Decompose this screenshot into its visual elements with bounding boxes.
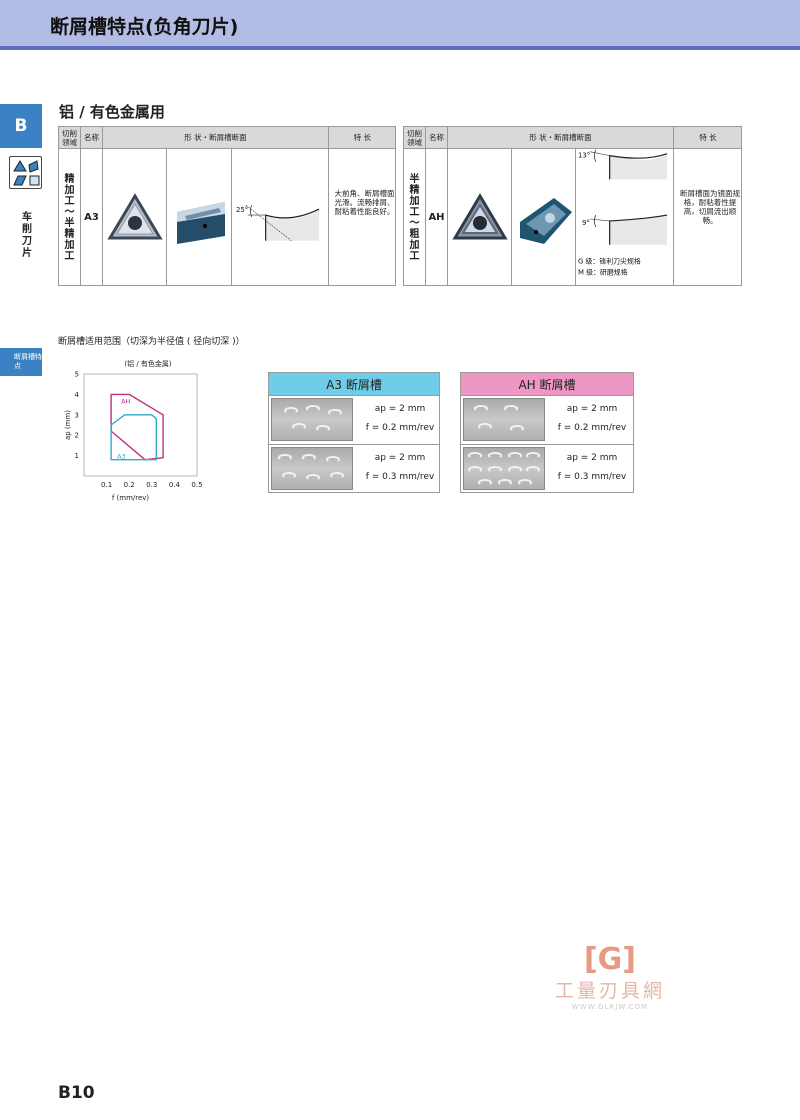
header-shape: 形 状・断屑槽断面 [103, 127, 329, 148]
chip-row: ap = 2 mm f = 0.3 mm/rev [461, 444, 633, 492]
insert-closeup-photo [167, 149, 232, 286]
chip-ap: ap = 2 mm [566, 453, 618, 463]
page-number: B10 [58, 1083, 95, 1103]
chip-ap: ap = 2 mm [374, 404, 426, 414]
header-field: 切削领域 [59, 127, 81, 148]
x-tick-label: 0.5 [191, 481, 202, 489]
chip-f: f = 0.3 mm/rev [365, 472, 435, 482]
features-text: 断屑槽面为镜面规格，耐粘着性提高，切屑流出顺畅。 [680, 189, 740, 225]
rake-angle-bottom: 9° [582, 219, 590, 227]
cutting-field: 精加工～半精加工 [64, 173, 75, 262]
y-tick-label: 1 [75, 452, 79, 460]
note-g-grade: G 级：锋利刀尖规格 [578, 257, 641, 266]
chip-photo [271, 447, 353, 490]
y-tick-label: 4 [75, 391, 80, 399]
ah-table: 切削领域 名称 形 状・断屑槽断面 特 长 半精加工～粗加工 AH [403, 126, 742, 286]
ah-chip-table: AH 断屑槽 ap = 2 mm f = 0.2 mm/rev ap = 2 mm… [460, 372, 634, 493]
chipbreaker-name: A3 [84, 212, 99, 223]
range-label: 断屑槽适用范围（切深为半径值 ( 径向切深 )） [58, 337, 245, 347]
header-field: 切削领域 [404, 127, 426, 148]
chip-row: ap = 2 mm f = 0.2 mm/rev [461, 396, 633, 444]
table-body: 精加工～半精加工 A3 25° [59, 149, 395, 286]
chip-f: f = 0.2 mm/rev [365, 423, 435, 433]
x-tick-label: 0.4 [169, 481, 181, 489]
a3-chip-table: A3 断屑槽 ap = 2 mm f = 0.2 mm/rev ap = 2 mm… [268, 372, 440, 493]
y-axis-label: ap (mm) [64, 410, 72, 440]
cutting-field: 半精加工～粗加工 [409, 173, 420, 262]
chip-row: ap = 2 mm f = 0.2 mm/rev [269, 396, 439, 444]
side-tab-chipbreaker[interactable]: 断屑槽特点 [0, 348, 42, 376]
series-ah-label: AH [121, 397, 130, 405]
header-features: 特 长 [353, 133, 372, 142]
chip-photo [463, 398, 545, 441]
section-tab-b[interactable]: B [0, 104, 42, 148]
insert-photo [448, 149, 512, 286]
insert-photo [103, 149, 167, 286]
header-name: 名称 [81, 127, 103, 148]
watermark: [G] 工量刃具網 WWW.GLRJW.COM [540, 944, 680, 1014]
header-shape: 形 状・断屑槽断面 [448, 127, 674, 148]
series-a3-label: A3 [117, 453, 126, 461]
a3-table: 切削领域 名称 形 状・断屑槽断面 特 长 精加工～半精加工 A3 [58, 126, 396, 286]
application-range-chart: 0.1 0.2 0.3 0.4 0.5 1 2 3 4 5 (铝 / 有色金属) f (mm/rev)… [60, 358, 210, 518]
x-tick-label: 0.3 [146, 481, 157, 489]
plot-frame [83, 373, 198, 477]
chip-photo [463, 447, 545, 490]
table-header-row: 切削领域 名称 形 状・断屑槽断面 特 长 [404, 127, 741, 149]
series-a3-region [110, 414, 158, 461]
chip-f: f = 0.3 mm/rev [557, 472, 627, 482]
rake-angle-top: 13° [578, 152, 590, 160]
header-features: 特 长 [699, 133, 717, 142]
y-tick-label: 3 [75, 411, 79, 419]
rake-angle: 25° [236, 206, 248, 214]
chip-ap: ap = 2 mm [566, 404, 618, 414]
watermark-logo: [G] [583, 942, 637, 977]
ah-chip-header: AH 断屑槽 [461, 373, 633, 396]
y-tick-label: 5 [75, 371, 79, 379]
chart-title: (铝 / 有色金属) [124, 359, 172, 368]
features-text: 大前角、断屑槽面光滑。流畅排屑、耐粘着性能良好。 [334, 189, 395, 216]
y-tick-label: 2 [75, 432, 79, 440]
chip-ap: ap = 2 mm [374, 453, 426, 463]
x-axis-label: f (mm/rev) [112, 494, 150, 502]
watermark-text: 工量刃具網 [554, 980, 665, 1002]
chipbreaker-section: 13° 9° G 级：锋利刀尖规格 M 级：研磨规格 [576, 149, 674, 286]
note-m-grade: M 级：研磨规格 [578, 267, 628, 276]
chipbreaker-section: 25° [232, 149, 329, 286]
table-body: 半精加工～粗加工 AH 13° [404, 149, 741, 286]
chip-f: f = 0.2 mm/rev [557, 423, 627, 433]
page-header: 断屑槽特点(负角刀片) [0, 0, 800, 50]
page-title: 断屑槽特点(负角刀片) [50, 16, 239, 38]
series-ah-region [110, 393, 164, 461]
chipbreaker-name: AH [428, 212, 445, 223]
header-name: 名称 [426, 127, 448, 148]
a3-chip-header: A3 断屑槽 [269, 373, 439, 396]
x-tick-label: 0.1 [101, 481, 112, 489]
watermark-url: WWW.GLRJW.COM [571, 1003, 649, 1011]
insert-closeup-photo [512, 149, 576, 286]
chip-photo [271, 398, 353, 441]
table-header-row: 切削领域 名称 形 状・断屑槽断面 特 长 [59, 127, 395, 149]
side-tab-label: 断屑槽特点 [14, 353, 42, 370]
insert-shapes-icon [9, 156, 42, 189]
section-title: 铝 / 有色金属用 [59, 103, 165, 121]
chip-row: ap = 2 mm f = 0.3 mm/rev [269, 444, 439, 492]
range-chart-svg: 0.1 0.2 0.3 0.4 0.5 1 2 3 4 5 (铝 / 有色金属) f (mm/rev)… [64, 359, 203, 502]
side-category-label: 车削刀片 [22, 212, 32, 259]
x-tick-label: 0.2 [124, 481, 135, 489]
